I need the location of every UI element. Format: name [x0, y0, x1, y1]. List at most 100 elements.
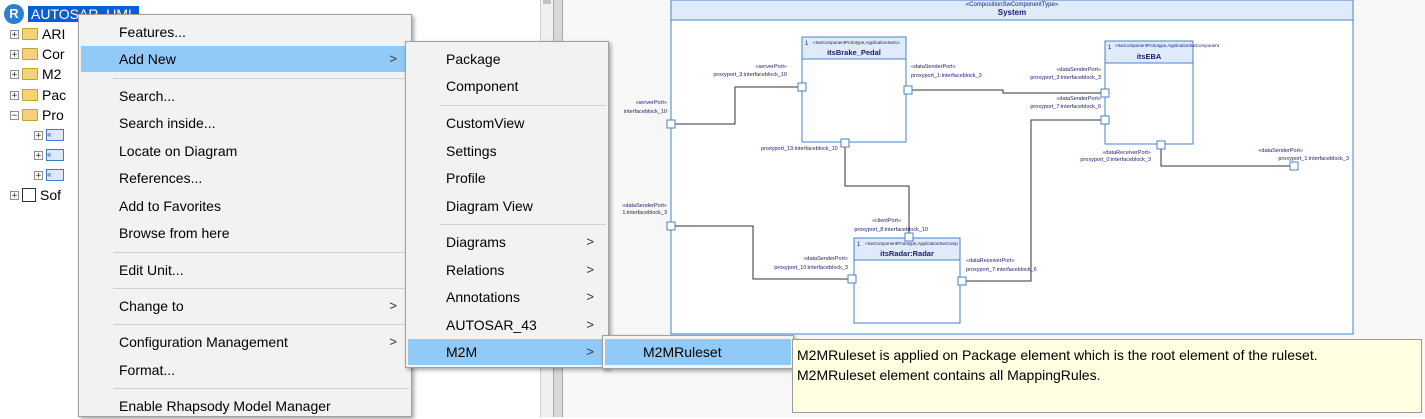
expand-icon[interactable]: +: [34, 150, 43, 161]
menu-item-component[interactable]: Component: [408, 73, 606, 99]
menu-item-relations[interactable]: Relations>: [408, 257, 606, 283]
collapse-icon[interactable]: −: [10, 110, 19, 121]
tree-subitem[interactable]: + «: [34, 125, 68, 145]
folder-icon: [22, 89, 38, 101]
menu-separator: [113, 288, 409, 289]
expand-icon[interactable]: +: [10, 69, 19, 80]
add-new-submenu[interactable]: Package Component CustomView Settings Pr…: [405, 41, 609, 368]
menu-item-package[interactable]: Package: [408, 46, 606, 72]
menu-item-m2mruleset[interactable]: M2MRuleset: [605, 339, 791, 365]
menu-item-locate-on-diagram[interactable]: Locate on Diagram: [81, 138, 409, 164]
menu-item-label: Change to: [119, 298, 184, 314]
menu-item-diagram-view[interactable]: Diagram View: [408, 193, 606, 219]
tree-item-label: Cor: [42, 46, 65, 62]
menu-item-label: Profile: [446, 170, 486, 186]
expand-icon[interactable]: +: [10, 29, 19, 40]
menu-item-autosar-43[interactable]: AUTOSAR_43>: [408, 312, 606, 338]
port-stereotype: «serverPort»: [756, 64, 788, 70]
tree-item[interactable]: + ARI: [10, 24, 65, 44]
port: [957, 276, 967, 286]
connector: [671, 225, 852, 280]
menu-item-add-to-favorites[interactable]: Add to Favorites: [81, 193, 409, 219]
system-frame: [670, 0, 1354, 335]
expand-icon[interactable]: +: [10, 90, 19, 101]
port-name: proxyport_7:interfaceblock_6: [966, 267, 1037, 273]
part-stereotype: «SwComponentPrototype,ApplicationSwComp: [865, 241, 958, 246]
submenu-arrow-icon: >: [389, 334, 397, 349]
submenu-arrow-icon: >: [586, 317, 594, 332]
connector: [1160, 145, 1293, 167]
port: [847, 274, 857, 284]
menu-item-label: Annotations: [446, 289, 520, 305]
menu-item-diagrams[interactable]: Diagrams>: [408, 229, 606, 255]
menu-item-label: Search...: [119, 88, 176, 104]
context-menu[interactable]: Features... Add New> Search... Search in…: [78, 14, 412, 417]
tree-item[interactable]: − Pro: [10, 105, 64, 125]
port-name: proxyport_1:interfaceblock_3: [1278, 156, 1349, 162]
menu-item-label: Edit Unit...: [119, 262, 184, 278]
menu-separator: [113, 388, 409, 389]
menu-item-label: Add New: [119, 51, 176, 67]
tree-item[interactable]: + Cor: [10, 44, 65, 64]
menu-item-format[interactable]: Format...: [81, 357, 409, 383]
menu-item-label: Locate on Diagram: [119, 143, 238, 159]
connector: [671, 86, 800, 125]
tree-subitem[interactable]: + «: [34, 145, 68, 165]
menu-item-search-inside[interactable]: Search inside...: [81, 110, 409, 136]
port-name: proxyport_3:interfaceblock_10: [713, 72, 787, 78]
port-labels: «serverPort» proxyport_3:interfaceblock_…: [622, 64, 1349, 273]
menu-item-browse-from-here[interactable]: Browse from here: [81, 220, 409, 246]
menu-item-annotations[interactable]: Annotations>: [408, 284, 606, 310]
part-name: itsEBA: [1137, 52, 1162, 61]
expand-icon[interactable]: +: [34, 170, 43, 181]
tree-item-label: ARI: [42, 26, 66, 42]
tree-item[interactable]: + Pac: [10, 85, 66, 105]
port-name: proxyport_13:interfaceblock_10: [761, 146, 838, 152]
expand-icon[interactable]: +: [34, 130, 43, 141]
menu-item-change-to[interactable]: Change to>: [81, 293, 409, 319]
port-name: proxyport_8:interfaceblock_10: [854, 227, 928, 233]
m2m-submenu[interactable]: M2MRuleset: [602, 335, 794, 369]
folder-icon: [22, 48, 38, 60]
menu-item-label: Enable Rhapsody Model Manager: [119, 398, 331, 414]
menu-item-enable-rhapsody-model-manager[interactable]: Enable Rhapsody Model Manager: [81, 393, 409, 419]
diagram-canvas[interactable]: «CompositionSwComponentType» System 1 «S…: [563, 0, 1425, 417]
tree-item-label: M2: [42, 66, 62, 82]
ports: [666, 82, 1299, 286]
component-icon: «: [46, 149, 64, 161]
folder-icon: [22, 28, 38, 40]
menu-item-label: Settings: [446, 143, 497, 159]
expand-icon[interactable]: +: [10, 49, 19, 60]
system-name: System: [998, 8, 1026, 17]
menu-item-add-new[interactable]: Add New>: [81, 46, 409, 72]
menu-item-features[interactable]: Features...: [81, 19, 409, 45]
port-name: proxyport_0:interfaceblock_3: [1080, 157, 1151, 163]
tree-subitem[interactable]: + «: [34, 165, 68, 185]
tooltip-line: M2MRuleset is applied on Package element…: [797, 347, 1318, 363]
menu-item-edit-unit[interactable]: Edit Unit...: [81, 257, 409, 283]
port: [904, 232, 914, 242]
expand-icon[interactable]: +: [10, 190, 19, 201]
folder-open-icon: [22, 109, 38, 121]
menu-item-search[interactable]: Search...: [81, 83, 409, 109]
menu-separator: [113, 324, 409, 325]
menu-item-configuration-management[interactable]: Configuration Management>: [81, 329, 409, 355]
component-icon: «: [46, 129, 64, 141]
tree-item[interactable]: + M2: [10, 64, 61, 84]
menu-item-customview[interactable]: CustomView: [408, 110, 606, 136]
folder-icon: [22, 68, 38, 80]
port-name: proxyport_7:interfaceblock_6: [1030, 104, 1101, 110]
tree-item-label: Pac: [42, 87, 67, 103]
port: [1100, 88, 1110, 98]
port-stereotype: «dataSenderPort»: [1056, 96, 1101, 102]
menu-item-label: Browse from here: [119, 225, 230, 241]
menu-item-profile[interactable]: Profile: [408, 165, 606, 191]
menu-item-references[interactable]: References...: [81, 165, 409, 191]
structure-diagram[interactable]: «CompositionSwComponentType» System 1 «S…: [563, 0, 1425, 417]
menu-item-m2m[interactable]: M2M>: [408, 339, 606, 365]
part-header: [1104, 40, 1194, 64]
scrollbar-thumb[interactable]: [543, 0, 551, 4]
port-name: interfaceblock_10: [624, 109, 667, 115]
menu-item-settings[interactable]: Settings: [408, 138, 606, 164]
tree-item[interactable]: + Sof: [10, 185, 61, 205]
